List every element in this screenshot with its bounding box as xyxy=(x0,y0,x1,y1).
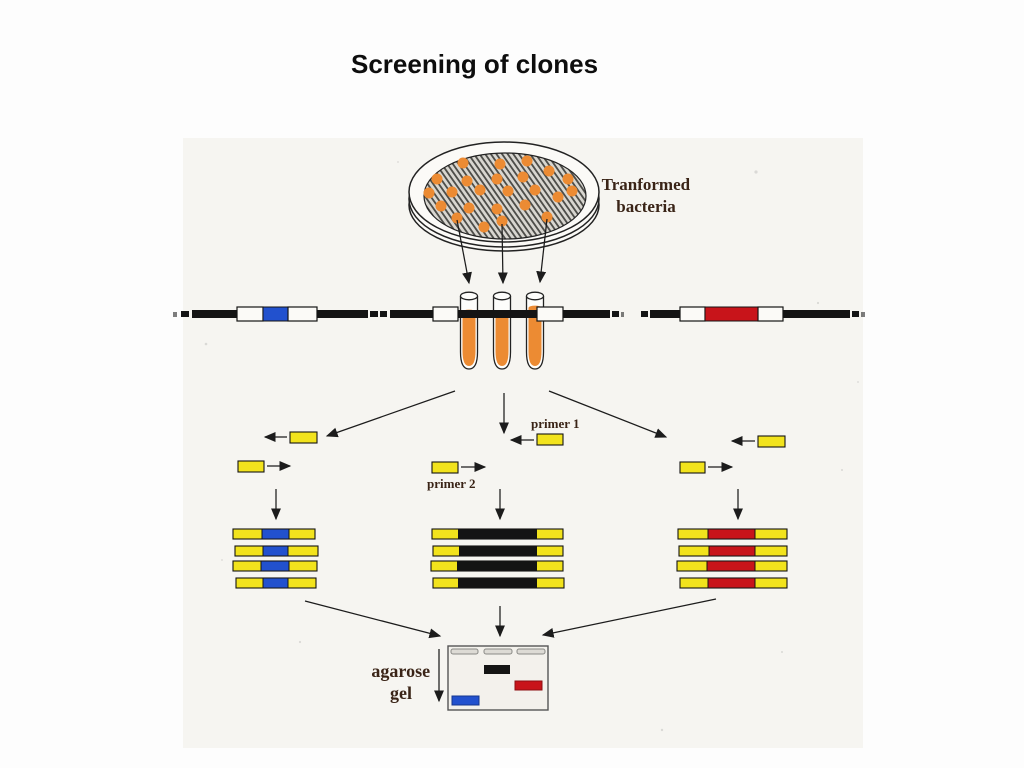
pcr-products-red xyxy=(676,528,788,589)
colony-pick-arrows xyxy=(456,218,548,285)
primer-box-lower xyxy=(237,460,265,473)
culture-tubes xyxy=(459,291,545,370)
gel-band-red xyxy=(514,680,543,691)
vector-arm-right xyxy=(536,306,564,322)
agarose-gel-label: agarose gel xyxy=(371,661,434,703)
loading-arrows xyxy=(304,598,717,639)
primer2-label: primer 2 xyxy=(427,476,476,491)
gel-band-blue xyxy=(451,695,480,706)
vector-arm-right xyxy=(287,306,318,322)
dna-template-black: primer 1 primer 2 xyxy=(373,306,624,491)
dna-template-blue xyxy=(173,306,384,473)
vector-arm-left xyxy=(236,306,264,322)
agarose-gel xyxy=(447,645,549,711)
pcr-products-black xyxy=(430,528,565,589)
gel-wells xyxy=(450,648,546,655)
pcr-products-blue xyxy=(232,528,319,589)
tube-2 xyxy=(492,291,512,370)
primer-box-lower xyxy=(431,461,459,474)
vector-arm-right xyxy=(757,306,784,322)
blue-insert xyxy=(262,306,289,322)
gel-band-black xyxy=(484,665,510,674)
tube-3 xyxy=(525,291,545,370)
petri-dish: Tranformed bacteria xyxy=(408,141,695,252)
vector-arm-left xyxy=(432,306,459,322)
transformed-bacteria-label: Tranformed bacteria xyxy=(602,175,695,216)
primer-box-lower xyxy=(679,461,706,474)
slide-title: Screening of clones xyxy=(351,49,599,79)
primer-box-upper xyxy=(289,431,318,444)
tube-to-template-arrows xyxy=(325,390,668,438)
dna-template-red xyxy=(641,306,865,474)
scan-speckles xyxy=(204,161,859,732)
primer1-label: primer 1 xyxy=(531,416,580,431)
amplification-arrows xyxy=(271,489,743,521)
primer-box-upper xyxy=(757,435,786,448)
tube-1 xyxy=(459,291,479,370)
bacterial-colonies xyxy=(423,155,578,233)
primer-box-upper xyxy=(536,433,564,446)
vector-arm-left xyxy=(679,306,706,322)
red-insert xyxy=(704,306,759,322)
